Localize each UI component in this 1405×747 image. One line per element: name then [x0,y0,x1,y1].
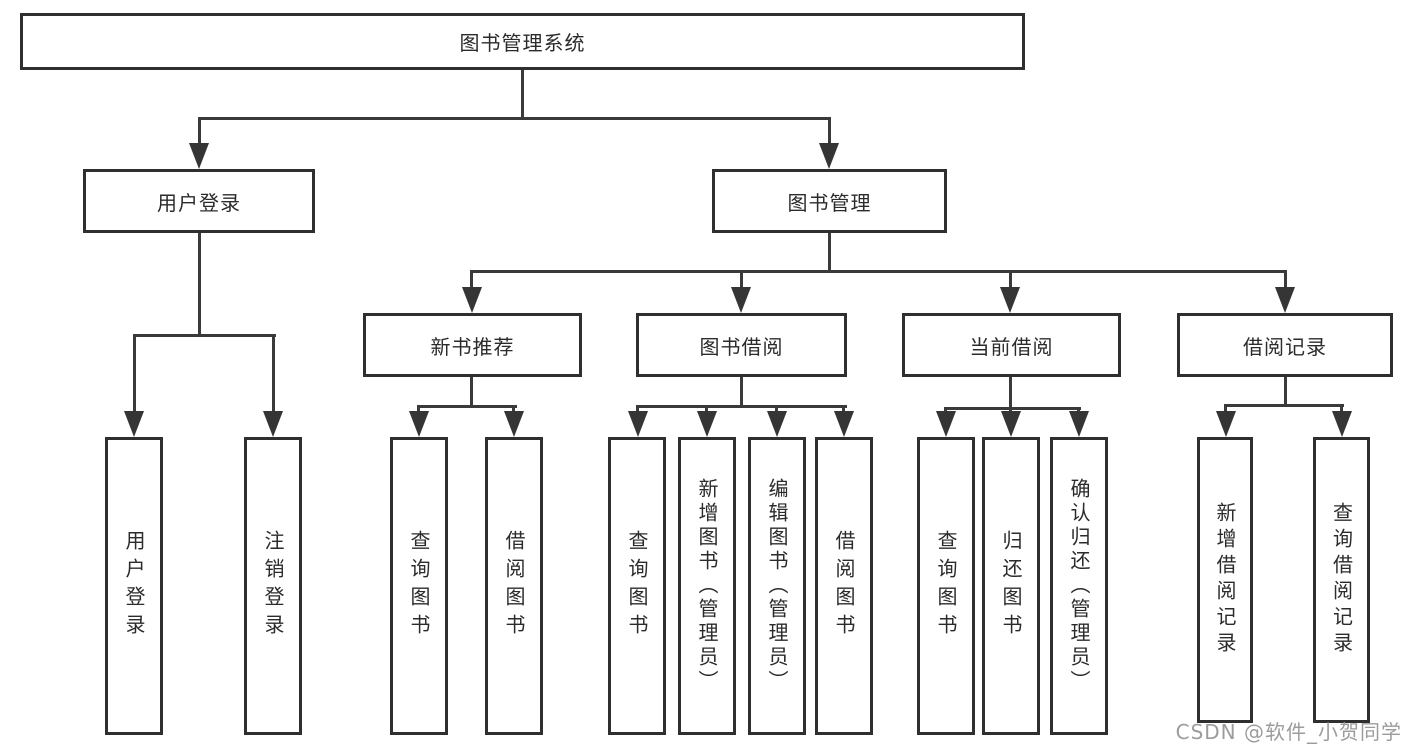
arrow-down-icon [1001,411,1021,437]
connector-line [470,377,473,408]
connector-line [521,70,524,118]
arrow-down-icon [731,287,751,313]
node-label: 用户登录 [157,190,241,215]
connector-line [272,334,275,416]
node-label: 归还图书 [999,530,1023,642]
arrow-down-icon [409,411,429,437]
connector-line [470,270,473,292]
leaf-query-book-borrow: 查询图书 [608,437,666,735]
connector-line [828,117,831,148]
leaf-query-book-recommend: 查询图书 [390,437,448,735]
connector-line [740,270,743,292]
connector-line [198,117,201,148]
node-borrow-record: 借阅记录 [1177,313,1393,377]
arrow-down-icon [263,411,283,437]
leaf-query-book-current: 查询图书 [917,437,975,735]
arrow-down-icon [1332,411,1352,437]
watermark: CSDN @软件_小贺同学 [1175,720,1402,744]
connector-line [198,117,831,120]
node-label: 查询图书 [407,530,431,642]
arrow-down-icon [697,411,717,437]
connector-line [133,334,136,416]
node-label: 新书推荐 [430,334,515,359]
node-label: 当前借阅 [969,334,1054,359]
arrow-down-icon [462,287,482,313]
connector-line [470,270,1287,273]
leaf-return-book: 归还图书 [982,437,1040,735]
node-user-login: 用户登录 [83,169,315,233]
leaf-confirm-return-admin: 确认归还（管理员） [1050,437,1108,735]
leaf-logout: 注销登录 [244,437,302,735]
node-label: 新增图书（管理员） [695,478,719,694]
node-label: 借阅图书 [502,530,526,642]
arrow-down-icon [1216,411,1236,437]
arrow-down-icon [1275,287,1295,313]
leaf-add-borrow-record: 新增借阅记录 [1197,437,1253,723]
arrow-down-icon [834,411,854,437]
arrow-down-icon [819,143,839,169]
connector-line [1340,404,1343,415]
connector-line [417,405,420,415]
node-label: 图书管理系统 [459,31,586,55]
connector-line [1009,270,1012,292]
node-label: 借阅记录 [1243,334,1327,359]
node-current-borrow: 当前借阅 [902,313,1121,377]
connector-line [1284,270,1287,292]
node-label: 新增借阅记录 [1213,502,1237,658]
arrow-down-icon [124,411,144,437]
connector-line [842,405,845,415]
arrow-down-icon [936,411,956,437]
node-label: 图书借阅 [699,334,784,359]
connector-line [417,405,517,408]
connector-line [1224,404,1227,415]
node-label: 借阅图书 [832,530,856,642]
arrow-down-icon [189,143,209,169]
leaf-user-login: 用户登录 [105,437,163,735]
connector-line [944,407,1081,410]
connector-line [1224,404,1344,407]
node-label: 用户登录 [122,530,146,642]
node-label: 图书管理 [787,190,872,215]
arrow-down-icon [767,411,787,437]
connector-line [636,405,847,408]
connector-line [198,232,201,336]
arrow-down-icon [628,411,648,437]
arrow-down-icon [504,411,524,437]
node-label: 查询借阅记录 [1329,502,1354,658]
node-root: 图书管理系统 [20,13,1025,70]
node-label: 确认归还（管理员） [1067,478,1091,694]
connector-line [740,377,743,408]
node-new-book-recommend: 新书推荐 [363,313,582,377]
leaf-add-book-admin: 新增图书（管理员） [678,437,736,735]
node-book-management: 图书管理 [712,169,947,233]
node-book-borrow: 图书借阅 [636,313,847,377]
connector-line [636,405,639,415]
node-label: 查询图书 [625,530,649,642]
connector-line [1284,377,1287,406]
connector-line [1009,377,1012,408]
leaf-borrow-book-recommend: 借阅图书 [485,437,543,735]
connector-line [133,334,276,337]
connector-line [828,233,831,273]
leaf-query-borrow-record: 查询借阅记录 [1313,437,1370,723]
leaf-edit-book-admin: 编辑图书（管理员） [748,437,806,735]
arrow-down-icon [1000,287,1020,313]
connector-line [705,405,708,415]
connector-line [512,405,515,415]
node-label: 编辑图书（管理员） [765,478,789,694]
node-label: 查询图书 [934,530,958,642]
leaf-borrow-book: 借阅图书 [815,437,873,735]
node-label: 注销登录 [261,530,285,642]
arrow-down-icon [1069,411,1089,437]
connector-line [775,405,778,415]
